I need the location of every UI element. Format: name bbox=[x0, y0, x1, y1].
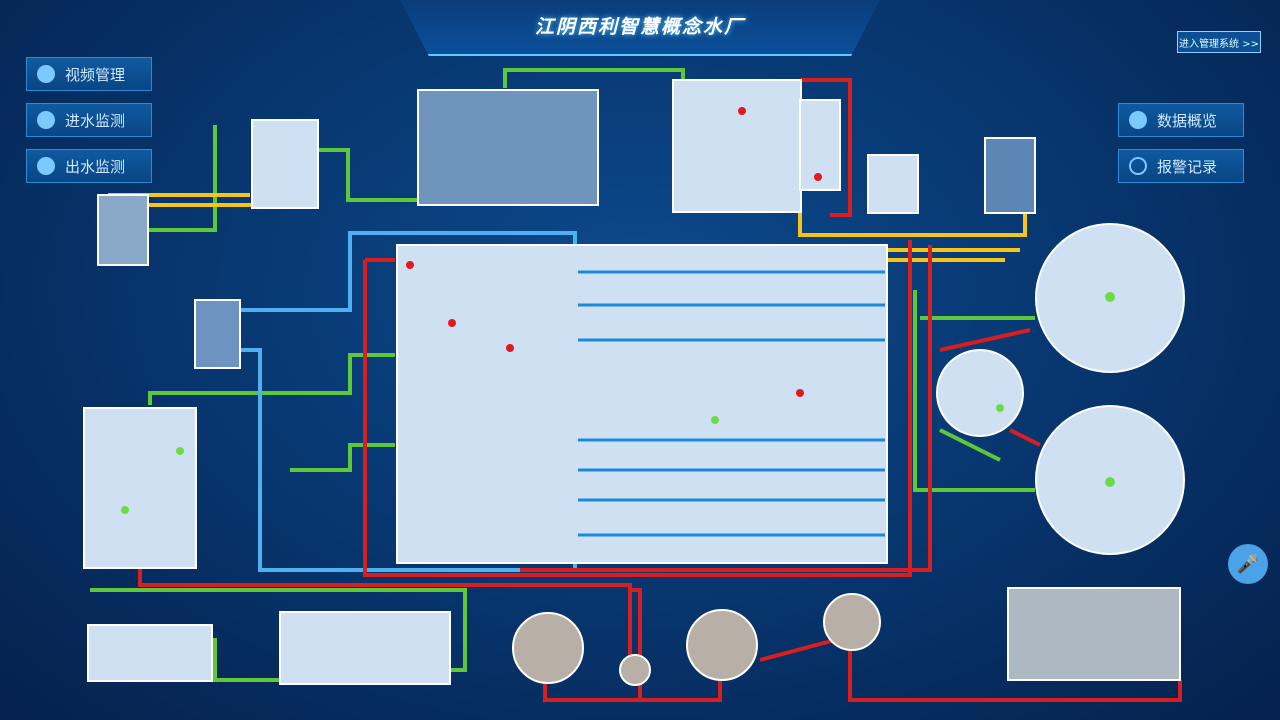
button-label: 报警记录 bbox=[1157, 157, 1218, 176]
clarifier-2 bbox=[1035, 405, 1185, 555]
button-label: 出水监测 bbox=[65, 157, 126, 176]
data-overview-button[interactable]: 数据概览 bbox=[1118, 103, 1244, 137]
green-pipe bbox=[88, 68, 1035, 682]
biological-tank bbox=[396, 244, 888, 564]
button-label: 数据概览 bbox=[1157, 111, 1218, 130]
control-building bbox=[417, 89, 599, 206]
camera-icon bbox=[37, 65, 55, 83]
button-label: 进水监测 bbox=[65, 111, 126, 130]
alarm-records-button[interactable]: 报警记录 bbox=[1118, 149, 1244, 183]
blue-pipe bbox=[240, 231, 577, 572]
distribution-well bbox=[936, 349, 1024, 437]
water-drop-icon bbox=[37, 111, 55, 129]
title-bar: 江阴西利智慧概念水厂 bbox=[400, 0, 880, 56]
microphone-icon: 🎤 bbox=[1236, 553, 1260, 575]
oxidation-ditch bbox=[83, 407, 197, 569]
red-pipe bbox=[138, 78, 1182, 702]
history-icon bbox=[1129, 157, 1147, 175]
water-drop-icon bbox=[37, 157, 55, 175]
inflow-monitoring-button[interactable]: 进水监测 bbox=[26, 103, 152, 137]
yellow-pipe bbox=[108, 180, 1027, 262]
page-title: 江阴西利智慧概念水厂 bbox=[534, 16, 745, 38]
eye-icon bbox=[1129, 111, 1147, 129]
button-label: 视频管理 bbox=[65, 65, 126, 84]
outflow-monitoring-button[interactable]: 出水监测 bbox=[26, 149, 152, 183]
voice-assistant-button[interactable]: 🎤 bbox=[1228, 544, 1268, 584]
clarifier-1 bbox=[1035, 223, 1185, 373]
video-management-button[interactable]: 视频管理 bbox=[26, 57, 152, 91]
filter-building bbox=[672, 79, 802, 213]
enter-system-button[interactable]: 进入管理系统 >> bbox=[1177, 31, 1261, 53]
